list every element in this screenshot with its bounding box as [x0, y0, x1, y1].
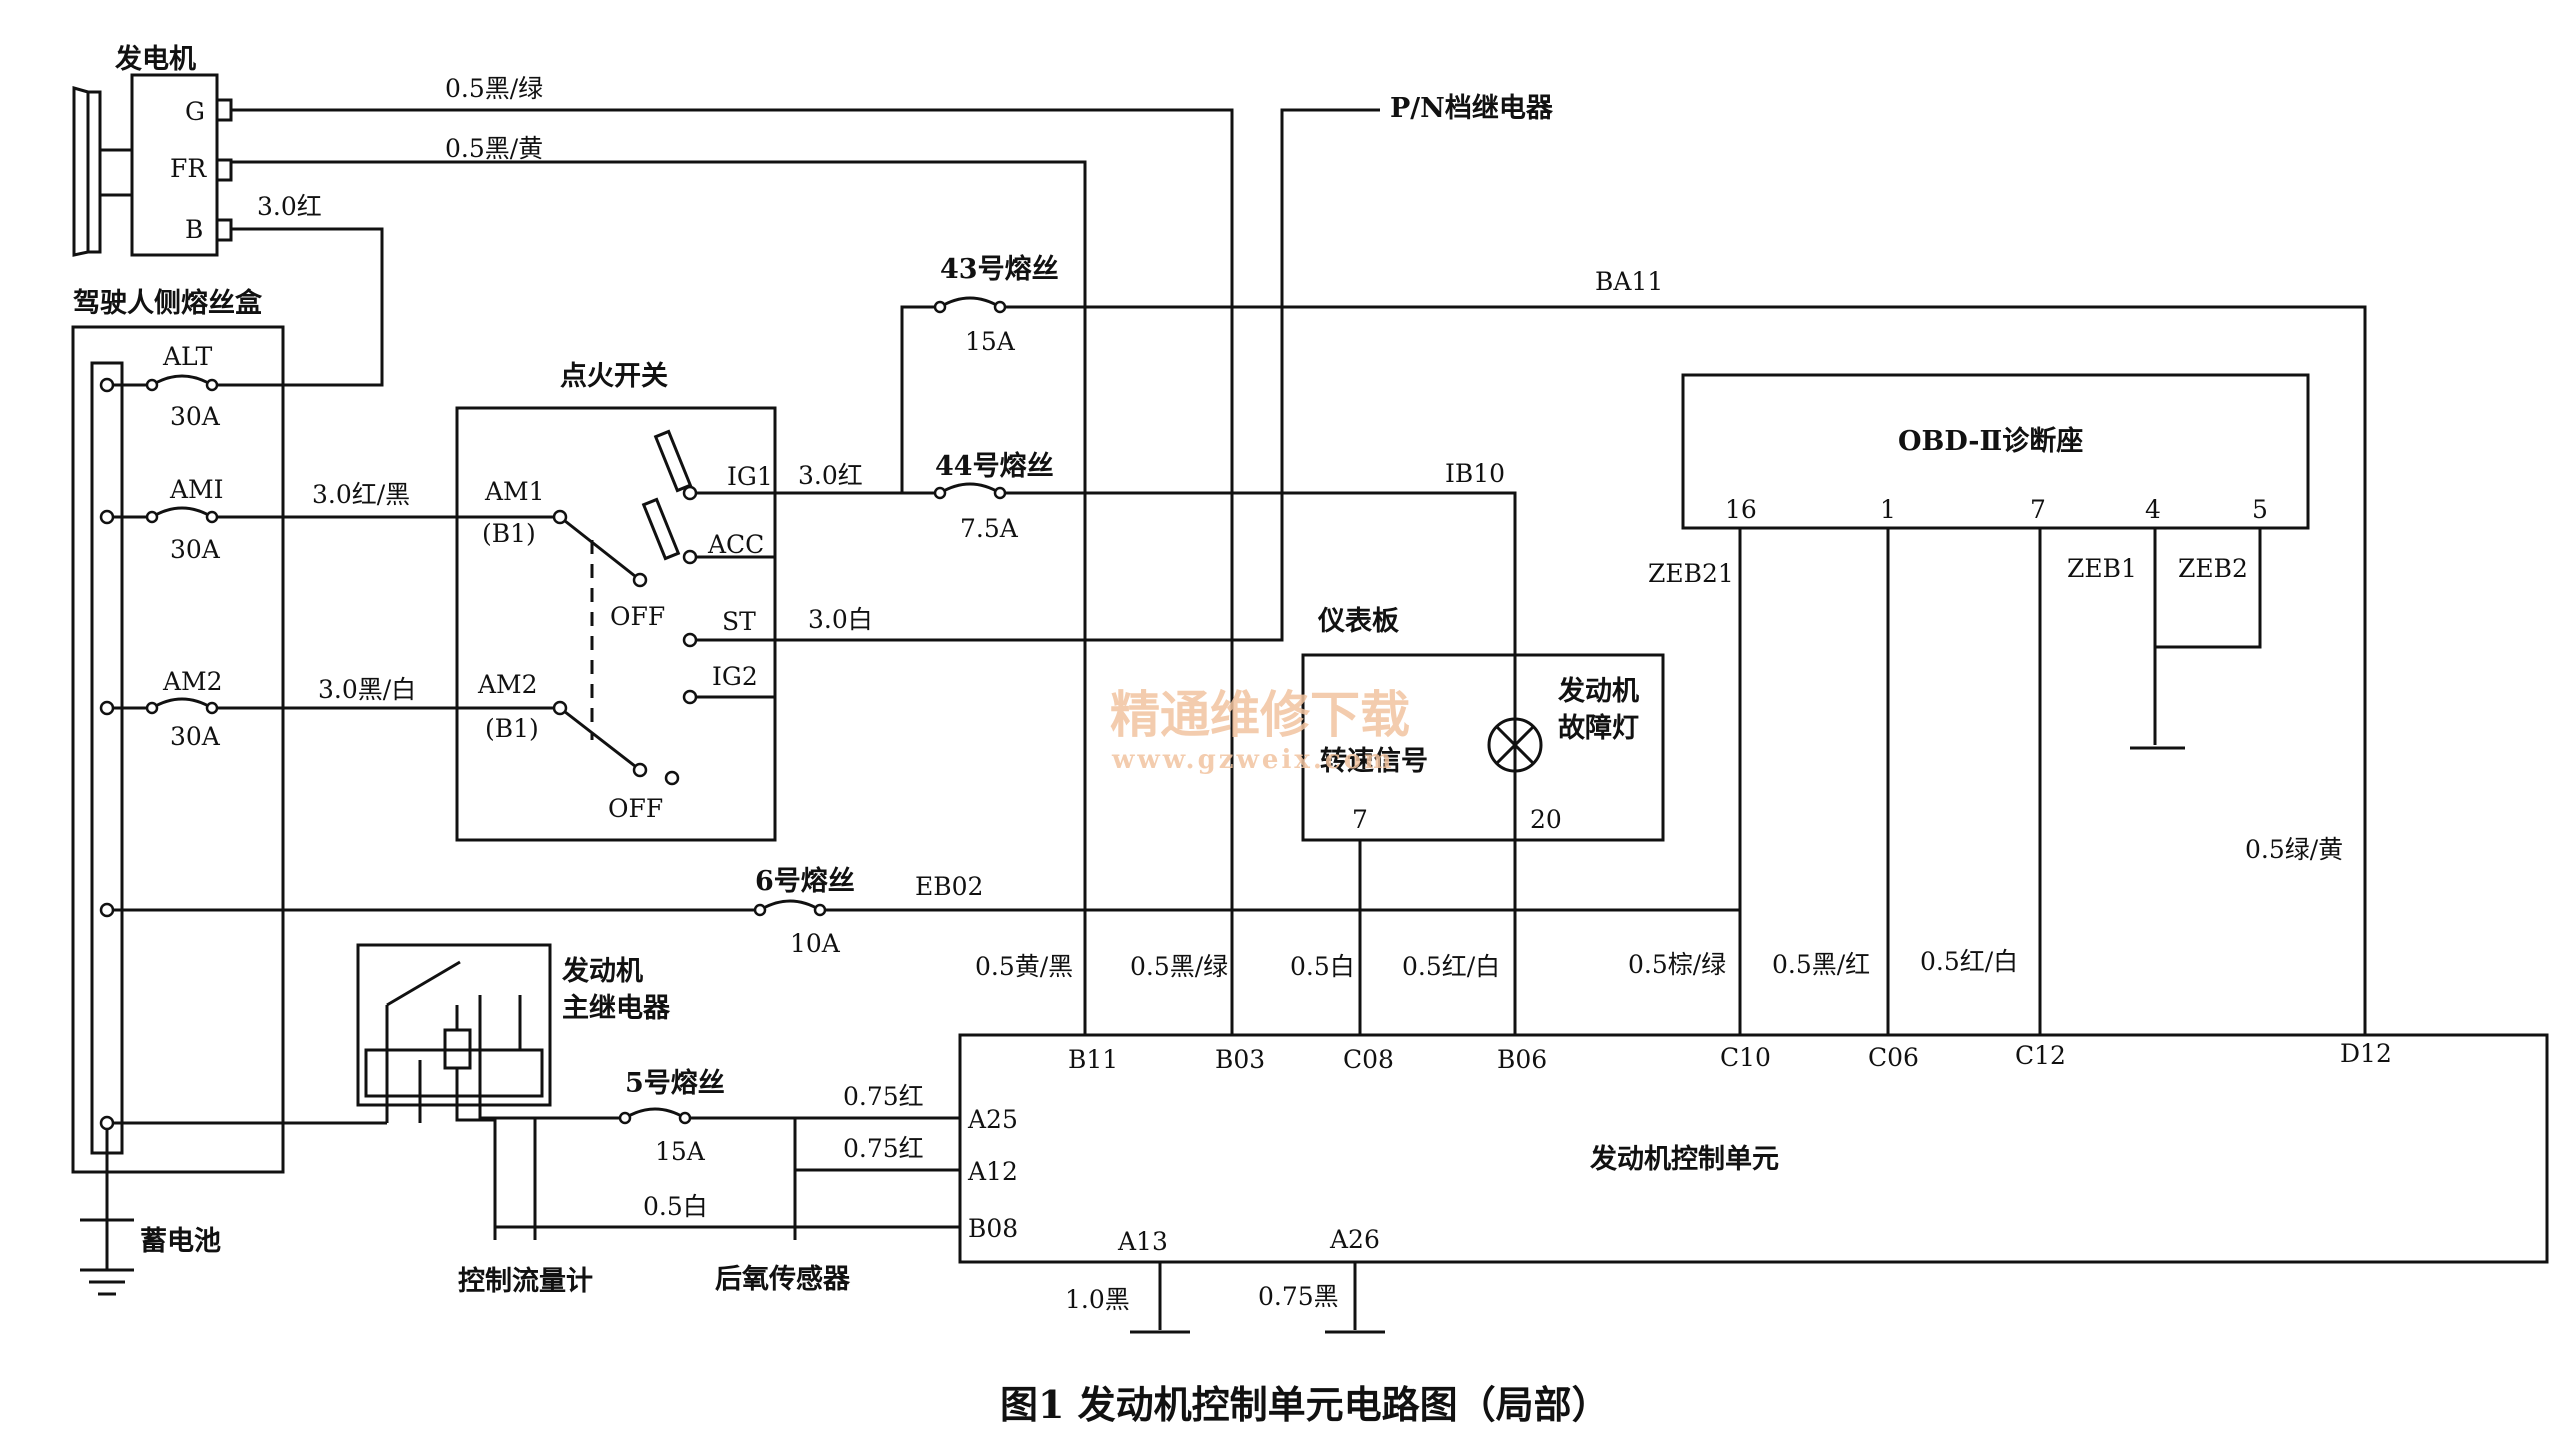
wire-label-g: 0.5黑/绿 [445, 74, 543, 103]
wire-label-d12: 0.5绿/黄 [2245, 835, 2343, 864]
ignition-switch [455, 406, 777, 842]
wire-label-am2: 3.0黑/白 [318, 675, 416, 704]
ecu-pin-b06: B06 [1497, 1045, 1547, 1074]
generator-title: 发电机 [114, 43, 196, 75]
obd-pin-7: 7 [2030, 495, 2046, 524]
wire-label-c10: 0.5棕/绿 [1628, 950, 1726, 979]
wire-label-b: 3.0红 [257, 192, 322, 221]
ign-ig2: IG2 [712, 662, 758, 691]
ecu-pin-b03: B03 [1215, 1045, 1265, 1074]
wire-label-zeb1: ZEB1 [2067, 554, 2137, 583]
fuse-alt-name: ALT [162, 342, 213, 371]
ecu-pin-a26: A26 [1329, 1225, 1380, 1254]
ign-am2: AM2 [477, 670, 538, 699]
wire-label-zeb2: ZEB2 [2178, 554, 2248, 583]
wire-label-am1: 3.0红/黑 [312, 480, 410, 509]
ign-off-2: OFF [608, 794, 663, 823]
mil-label-2: 故障灯 [1558, 712, 1639, 744]
figure-caption: 图1 发动机控制单元电路图（局部） [1000, 1382, 1610, 1427]
wire-label-a25: 0.75红 [843, 1082, 924, 1111]
wire-label-c12: 0.5红/白 [1920, 947, 2018, 976]
ecu-pin-b11: B11 [1068, 1045, 1118, 1074]
wire-label-b03: 0.5黑/绿 [1130, 952, 1228, 981]
main-relay-label-2: 主继电器 [562, 992, 671, 1024]
obd-title: OBD-Ⅱ诊断座 [1898, 425, 2083, 457]
speed-signal-label: 转速信号 [1320, 746, 1428, 777]
fuse-box-title: 驾驶人侧熔丝盒 [73, 287, 263, 319]
fuse-5-name: 5号熔丝 [625, 1067, 725, 1099]
ign-am1-b1: (B1) [482, 519, 536, 548]
obd-pin-5: 5 [2252, 495, 2268, 524]
fuse-44-rating: 7.5A [960, 514, 1019, 543]
fuse-am2-name: AM2 [162, 667, 223, 696]
ecu-pin-a13: A13 [1117, 1227, 1168, 1256]
ign-am1: AM1 [484, 477, 545, 506]
ign-st: ST [722, 607, 756, 636]
ecu-pin-c10: C10 [1720, 1043, 1771, 1072]
obd-pin-16: 16 [1725, 495, 1757, 524]
wire-label-b06: 0.5红/白 [1402, 952, 1500, 981]
ign-ig1: IG1 [727, 462, 773, 491]
mil-label-1: 发动机 [1557, 675, 1639, 707]
ecu-pin-a25: A25 [967, 1105, 1018, 1134]
main-relay-label-1: 发动机 [561, 955, 643, 987]
wire-label-c08: 0.5白 [1290, 952, 1355, 981]
ecu-pin-d12: D12 [2340, 1039, 2392, 1068]
ip-pin-20: 20 [1530, 805, 1562, 834]
watermark-url: www.gzweix.com [1111, 745, 1395, 775]
fuse-6-rating: 10A [790, 929, 841, 958]
wire-label-gnd-a26: 0.75黑 [1258, 1282, 1339, 1311]
wire-label-ba11: BA11 [1595, 267, 1663, 296]
wire-label-c06: 0.5黑/红 [1772, 950, 1870, 979]
ecu-pin-c06: C06 [1868, 1043, 1919, 1072]
fuse-ami-rating: 30A [170, 535, 221, 564]
watermark: 精通维修下载 [1110, 685, 1410, 744]
wire-label-ig1: 3.0红 [798, 461, 863, 490]
generator-terminal-b: B [185, 215, 203, 244]
ign-acc: ACC [707, 530, 764, 559]
fuse-43-rating: 15A [965, 327, 1016, 356]
ecu-pin-a12: A12 [967, 1157, 1018, 1186]
ignition-switch-title: 点火开关 [560, 361, 668, 392]
wire-label-eb02: EB02 [915, 872, 983, 901]
wire-label-zeb21: ZEB21 [1648, 559, 1734, 588]
ip-pin-7: 7 [1352, 805, 1368, 834]
battery-label: 蓄电池 [140, 1226, 221, 1257]
wire-label-b08: 0.5白 [643, 1192, 708, 1221]
wire-label-st: 3.0白 [808, 605, 873, 634]
fuse-6-name: 6号熔丝 [755, 865, 855, 897]
fuse-alt-rating: 30A [170, 402, 221, 431]
fuse-44-name: 44号熔丝 [935, 450, 1054, 482]
wire-label-fr: 0.5黑/黄 [445, 134, 543, 163]
generator-terminal-fr: FR [170, 154, 207, 183]
fuse-43-name: 43号熔丝 [940, 253, 1059, 285]
ign-off-1: OFF [610, 602, 665, 631]
ign-am2-b1: (B1) [485, 714, 539, 743]
generator-terminal-g: G [185, 97, 205, 126]
wire-label-a12: 0.75红 [843, 1134, 924, 1163]
obd-pin-4: 4 [2145, 495, 2161, 524]
ecu-pin-c12: C12 [2015, 1041, 2066, 1070]
maf-label: 控制流量计 [458, 1266, 593, 1297]
o2-sensor-label: 后氧传感器 [715, 1263, 851, 1295]
engine-main-relay [356, 943, 552, 1107]
pn-relay-label: P/N档继电器 [1390, 92, 1554, 124]
obd-connector [1681, 373, 2310, 530]
fuse-am2-rating: 30A [170, 722, 221, 751]
instrument-panel [1301, 653, 1665, 842]
ecu-pin-b08: B08 [968, 1214, 1018, 1243]
wire-label-ib10: IB10 [1445, 459, 1505, 488]
ecu-title: 发动机控制单元 [1589, 1143, 1779, 1175]
fuse-ami-name: AMI [169, 475, 224, 504]
wire-label-b11: 0.5黄/黑 [975, 952, 1073, 981]
obd-pin-1: 1 [1880, 495, 1896, 524]
instrument-panel-title: 仪表板 [1317, 606, 1399, 637]
fuse-5-rating: 15A [655, 1137, 706, 1166]
generator [72, 73, 233, 257]
wire-label-gnd-a13: 1.0黑 [1065, 1285, 1130, 1314]
engine-control-unit [958, 1033, 2549, 1264]
ecu-pin-c08: C08 [1343, 1045, 1394, 1074]
